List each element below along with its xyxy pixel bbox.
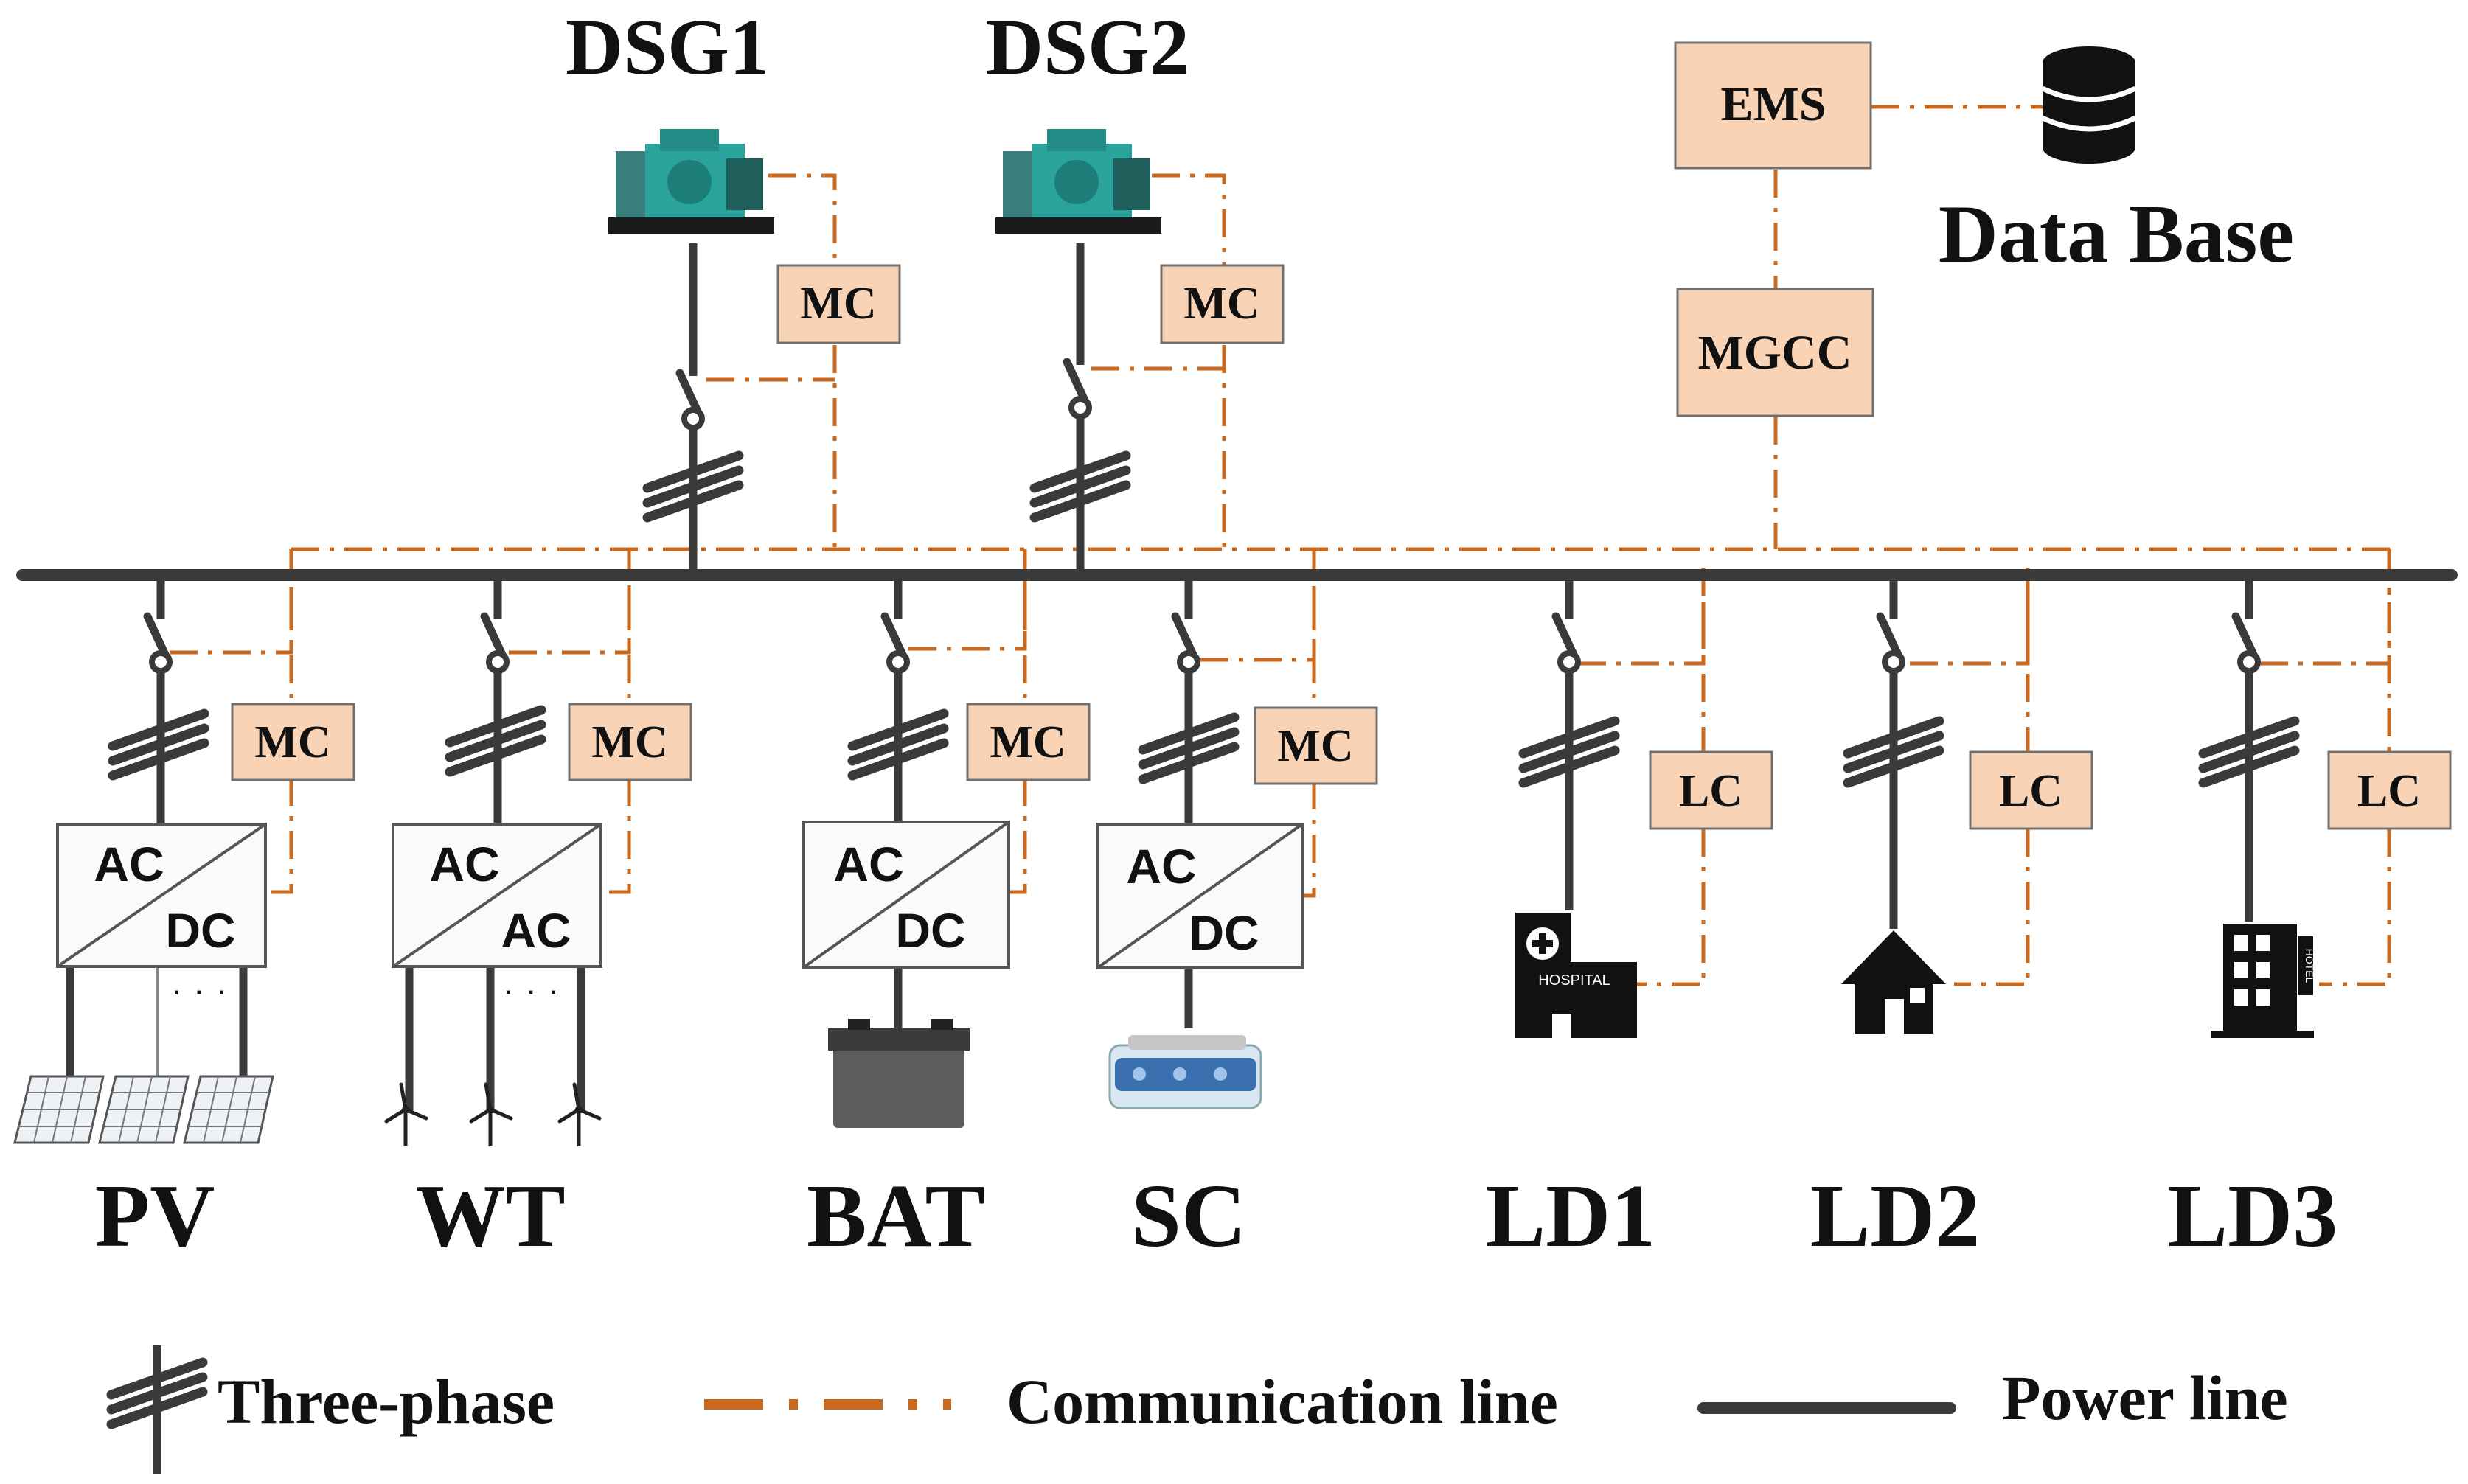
converter-bat: AC DC [802, 821, 1010, 969]
unit-wt: MC AC AC · · · WT [386, 703, 692, 1266]
mc-label: MC [1183, 279, 1259, 329]
load-ld3: LC HOTEL LD3 [2168, 750, 2452, 1266]
unit-sc: MC AC DC SC [1096, 706, 1378, 1266]
mgcc-block: MGCC [1676, 288, 1874, 417]
database-icon [2041, 46, 2137, 164]
diesel-generator-icon [995, 129, 1161, 234]
legend-power: Power line [2002, 1362, 2288, 1433]
ld3-label: LD3 [2168, 1166, 2337, 1266]
pv-label: PV [95, 1166, 215, 1266]
converter-sc: AC DC [1096, 823, 1304, 969]
generator-dsg1: DSG1 MC [566, 4, 901, 344]
svg-text:AC: AC [94, 837, 164, 891]
svg-text:AC: AC [501, 903, 571, 958]
dsg2-label: DSG2 [986, 4, 1189, 91]
svg-text:HOSPITAL: HOSPITAL [1538, 972, 1610, 989]
mc-label: MC [591, 717, 667, 767]
mc-label: MC [1277, 721, 1353, 771]
ellipsis: · · · [502, 969, 560, 1011]
lc-label: LC [1679, 766, 1742, 816]
svg-text:DC: DC [895, 903, 965, 958]
supercapacitor-icon [1108, 1035, 1262, 1109]
lc-label: LC [1999, 766, 2062, 816]
mc-controller-bat [966, 703, 1091, 781]
three-phase-symbols [113, 456, 2295, 783]
load-ld1: LC HOSPITAL LD1 [1486, 750, 1773, 1266]
converter-wt: AC AC [392, 823, 602, 968]
wt-label: WT [415, 1166, 565, 1266]
lc-controller-ld1 [1649, 750, 1773, 830]
three-phase-legend-icon [111, 1345, 203, 1474]
mc-controller-sc [1254, 706, 1378, 785]
svg-text:AC: AC [429, 837, 499, 891]
mc-controller-dsg2 [1160, 264, 1285, 344]
mgcc-label: MGCC [1698, 326, 1852, 380]
hotel-icon: HOTEL [2211, 924, 2315, 1038]
legend-communication: Communication line [1007, 1366, 1558, 1437]
house-icon [1841, 930, 1946, 1034]
bat-label: BAT [807, 1166, 985, 1266]
svg-text:AC: AC [833, 837, 903, 891]
dsg1-label: DSG1 [566, 4, 769, 91]
unit-bat: MC AC DC BAT [802, 703, 1091, 1266]
ems-block: EMS [1674, 41, 1872, 170]
database-label: Data Base [1939, 189, 2294, 280]
ellipsis: · · · [170, 969, 228, 1011]
hospital-icon: HOSPITAL [1515, 913, 1637, 1038]
svg-text:HOTEL: HOTEL [2304, 949, 2315, 983]
ems-label: EMS [1720, 77, 1826, 131]
solar-panel-icon [13, 1075, 274, 1144]
load-ld2: LC LD2 [1810, 750, 2093, 1266]
mc-controller-pv [231, 703, 355, 781]
legend: Three-phase Communication line Power lin… [111, 1345, 2288, 1474]
ld1-label: LD1 [1486, 1166, 1655, 1266]
switches [147, 328, 2258, 671]
lc-controller-ld2 [1969, 750, 2093, 830]
mc-label: MC [254, 717, 330, 767]
svg-text:DC: DC [1189, 905, 1259, 960]
generator-dsg2: DSG2 MC [986, 4, 1285, 344]
converter-pv: AC DC [56, 823, 267, 968]
svg-text:AC: AC [1126, 839, 1196, 893]
mc-label: MC [990, 717, 1066, 767]
legend-three-phase: Three-phase [218, 1366, 555, 1437]
mc-controller-dsg1 [776, 264, 901, 344]
svg-text:DC: DC [165, 903, 235, 958]
sc-label: SC [1131, 1166, 1246, 1266]
lc-label: LC [2357, 766, 2421, 816]
battery-icon [828, 1019, 970, 1128]
mc-label: MC [800, 279, 876, 329]
mc-controller-wt [568, 703, 692, 781]
unit-pv: MC AC DC · · · PV [13, 703, 355, 1266]
ld2-label: LD2 [1810, 1166, 1980, 1266]
diesel-generator-icon [608, 129, 774, 234]
lc-controller-ld3 [2327, 750, 2452, 830]
power-lines [16, 243, 2458, 1113]
